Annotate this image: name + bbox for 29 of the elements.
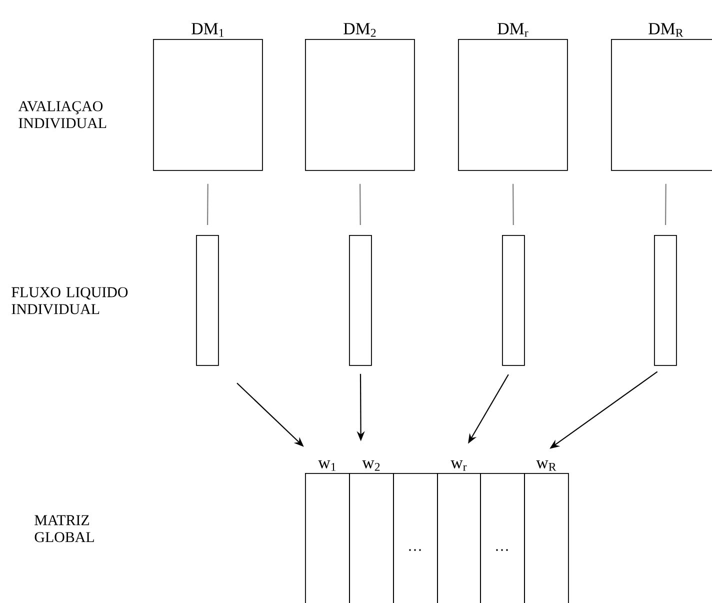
row-label: MATRIZ GLOBAL: [34, 515, 94, 542]
matrix-column: w$_{1}$: [305, 460, 350, 603]
node-label: w$_{R}$: [536, 460, 556, 471]
node-label: DM$_{r}$: [498, 23, 528, 37]
node-label: w$_{2}$: [362, 460, 380, 471]
flow-bar: [196, 235, 219, 366]
flow-bar: [654, 235, 677, 366]
flow-bar: [349, 235, 372, 366]
row-label: FLUXO LIQUIDO INDIVIDUAL: [12, 287, 128, 314]
matrix-column: w$_{2}$: [349, 460, 394, 603]
row-label: AVALIAÇAO INDIVIDUAL: [18, 101, 106, 128]
matrix-column: …: [480, 473, 525, 603]
node-label: DM$_{1}$: [192, 23, 224, 37]
decision-maker-box: DM$_{2}$: [305, 23, 415, 171]
matrix-column: w$_{r}$: [437, 460, 481, 603]
connector-line: [206, 184, 208, 225]
node-label: DM$_{2}$: [344, 23, 376, 37]
node-label: w$_{r}$: [450, 460, 467, 471]
decision-maker-box: DM$_{r}$: [458, 23, 568, 171]
matrix-column: w$_{R}$: [524, 460, 569, 603]
flow-bar: [502, 235, 525, 366]
connector-line: [360, 184, 361, 225]
decision-maker-box: DM$_{R}$: [611, 23, 712, 171]
connector-line: [512, 184, 514, 225]
node-label: w$_{1}$: [318, 460, 336, 471]
connector-line: [664, 184, 666, 225]
decision-maker-box: DM$_{1}$: [153, 23, 263, 171]
node-label: DM$_{R}$: [648, 23, 684, 37]
matrix-column: …: [393, 473, 438, 603]
